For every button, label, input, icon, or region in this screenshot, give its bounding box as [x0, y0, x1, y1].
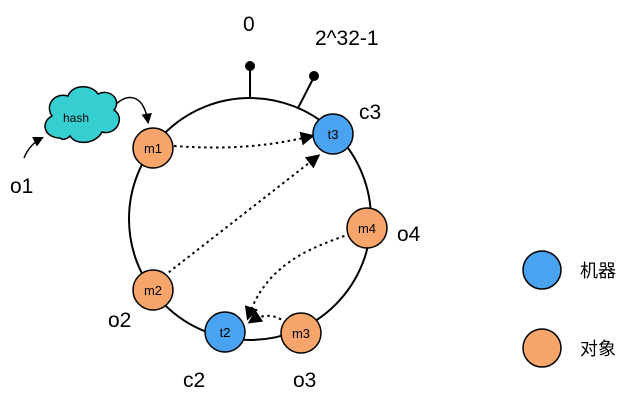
- legend-machine: 机器: [522, 250, 616, 290]
- ring-pin-max: [297, 71, 319, 109]
- hash-label: hash: [63, 111, 89, 125]
- node-label: m4: [358, 221, 376, 236]
- legend-object-label: 对象: [580, 339, 616, 360]
- hash-to-m1-arrow: [115, 96, 152, 125]
- m2-to-t3-arrow: [163, 154, 321, 277]
- object-name-o3: o3: [293, 369, 316, 392]
- legend: 机器 对象: [522, 250, 616, 368]
- ring-max-label: 2^32-1: [315, 27, 379, 50]
- machine-node-t2: t2: [204, 311, 246, 353]
- m3-to-t2-arrow: [247, 309, 287, 324]
- object-node-m4: m4: [346, 207, 388, 249]
- node-label: t3: [328, 127, 339, 142]
- machine-name-c3: c3: [359, 101, 381, 124]
- object-node-m1: m1: [132, 127, 174, 169]
- node-label: m3: [292, 326, 310, 341]
- object-name-o1: o1: [10, 175, 33, 198]
- hash-cloud: hash: [44, 86, 120, 144]
- node-label: m2: [144, 283, 162, 298]
- o1-to-hash-arrow: [23, 137, 44, 159]
- legend-machine-swatch: [522, 250, 562, 290]
- machine-node-t3: t3: [312, 113, 354, 155]
- object-node-m3: m3: [280, 312, 322, 354]
- legend-object-swatch: [522, 328, 562, 368]
- object-name-o4: o4: [397, 223, 421, 246]
- machine-name-c2: c2: [183, 369, 205, 392]
- object-name-o2: o2: [108, 309, 131, 332]
- legend-object: 对象: [522, 328, 616, 368]
- node-label: t2: [220, 325, 231, 340]
- ring-zero-label: 0: [243, 13, 255, 36]
- legend-machine-label: 机器: [580, 261, 616, 282]
- object-node-m2: m2: [132, 269, 174, 311]
- ring-pin-zero: [245, 61, 255, 98]
- node-label: m1: [144, 141, 162, 156]
- m1-to-t3-arrow: [173, 131, 315, 149]
